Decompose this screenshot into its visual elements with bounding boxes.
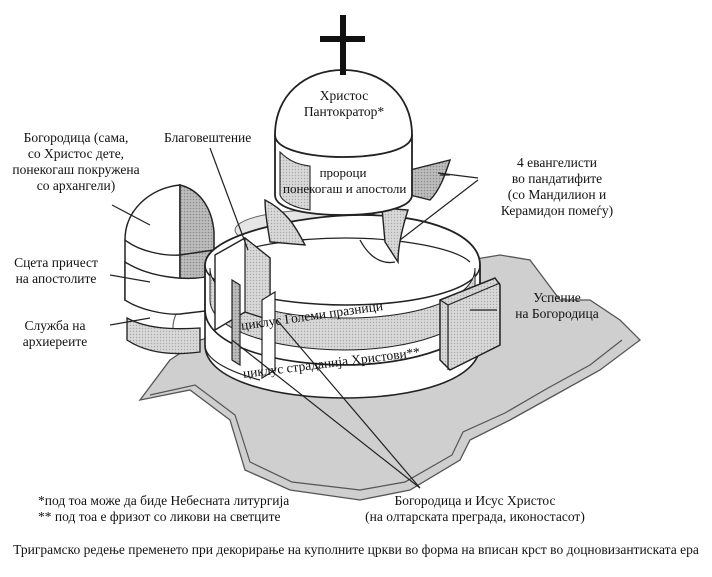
apse-group xyxy=(124,184,215,355)
footnote-saints-frieze: ** под тоа е фризот со ликови на светцит… xyxy=(38,509,281,524)
footnote-heavenly-liturgy: *под тоа може да биде Небесната литургиј… xyxy=(38,493,290,508)
cross-icon xyxy=(320,15,365,75)
label-dormition: Успение на Богородица xyxy=(515,290,599,321)
label-prophets: пророци понекогаш и апостоли xyxy=(283,165,407,196)
figure-caption: Триграмско редење пременето при декорира… xyxy=(13,542,699,557)
label-christ-pantocrator: Христос Пантократор* xyxy=(303,88,385,119)
leader-lines xyxy=(109,147,497,489)
label-iconostasis: Богородица и Исус Христос (на олтарската… xyxy=(365,493,585,524)
label-annunciation: Благовештение xyxy=(164,130,252,145)
label-communion-apostles: Сцета причест на апостолите xyxy=(14,255,98,286)
label-service-hierarchs: Служба на архиереите xyxy=(22,318,88,349)
label-virgin-apse: Богородица (сама, со Христос дете, понек… xyxy=(12,130,140,193)
label-evangelists: 4 евангелисти во пандатифите (со Мандили… xyxy=(500,155,614,218)
pendentives-group xyxy=(264,159,452,265)
dome-cupola xyxy=(274,69,413,158)
walls-group xyxy=(214,236,501,380)
